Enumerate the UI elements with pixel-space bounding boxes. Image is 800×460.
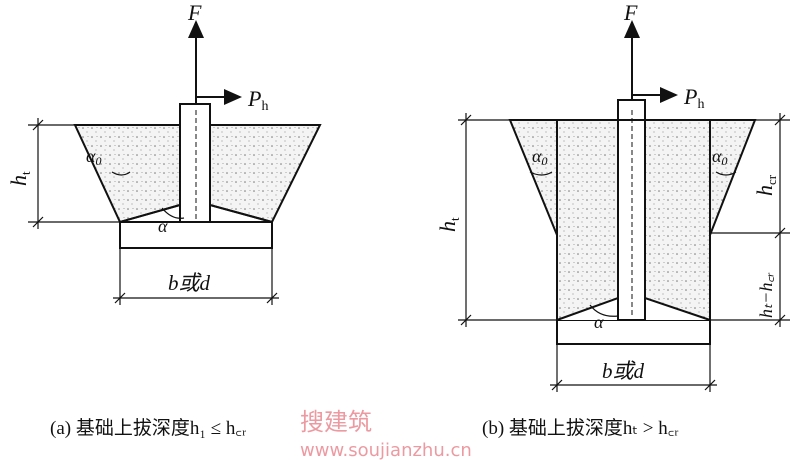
angle0-label-b-left: α0 (532, 146, 547, 168)
angle-arc-b (589, 304, 619, 317)
column-a (179, 103, 211, 223)
watermark-cn: 搜建筑 (300, 408, 372, 436)
width-label-b: b或d (602, 359, 644, 383)
caption-b: (b) 基础上拔深度hₜ > h꜀ᵣ (482, 418, 679, 439)
angle-label-a: α (158, 216, 168, 236)
depth-dimension-a (28, 118, 120, 229)
horizontal-force-label-b: Ph (683, 84, 704, 112)
horizontal-force-label-a: Ph (247, 86, 268, 114)
width-label-a: b或d (168, 271, 210, 295)
figure-a (28, 20, 322, 305)
width-dimension-b (550, 344, 717, 392)
soil-left-wedge-b (508, 119, 558, 236)
angle0-label-b-right: α0 (712, 146, 727, 168)
angle0-arc-b-left (529, 171, 553, 176)
angle0-label-a: α0 (86, 146, 101, 168)
critical-depth-label-b: hcr (752, 174, 779, 196)
depth-label-a: ht (6, 171, 33, 186)
width-dimension-a (113, 248, 279, 305)
caption-a: (a) 基础上拔深度h₁ ≤ h꜀ᵣ (50, 418, 247, 439)
soil-right-wedge-b (709, 119, 757, 236)
critical-depth-dimension-b (710, 113, 790, 327)
angle0-arc-a (111, 171, 131, 176)
depth-label-b: ht (435, 217, 462, 232)
foundation-slab-b (556, 319, 711, 345)
force-label-b: F (623, 0, 638, 25)
force-label-a: F (187, 0, 202, 25)
angle0-arc-b-right (715, 171, 737, 176)
figure-b (458, 20, 790, 392)
foundation-slab-a (119, 221, 273, 249)
depth-dimension-b (458, 113, 557, 327)
watermark-url: www.soujianzhu.cn (300, 440, 472, 460)
remaining-depth-label-b: hₜ−h꜀ᵣ (756, 272, 776, 318)
angle-arc-a (161, 207, 185, 219)
angle-label-b: α (594, 312, 604, 332)
